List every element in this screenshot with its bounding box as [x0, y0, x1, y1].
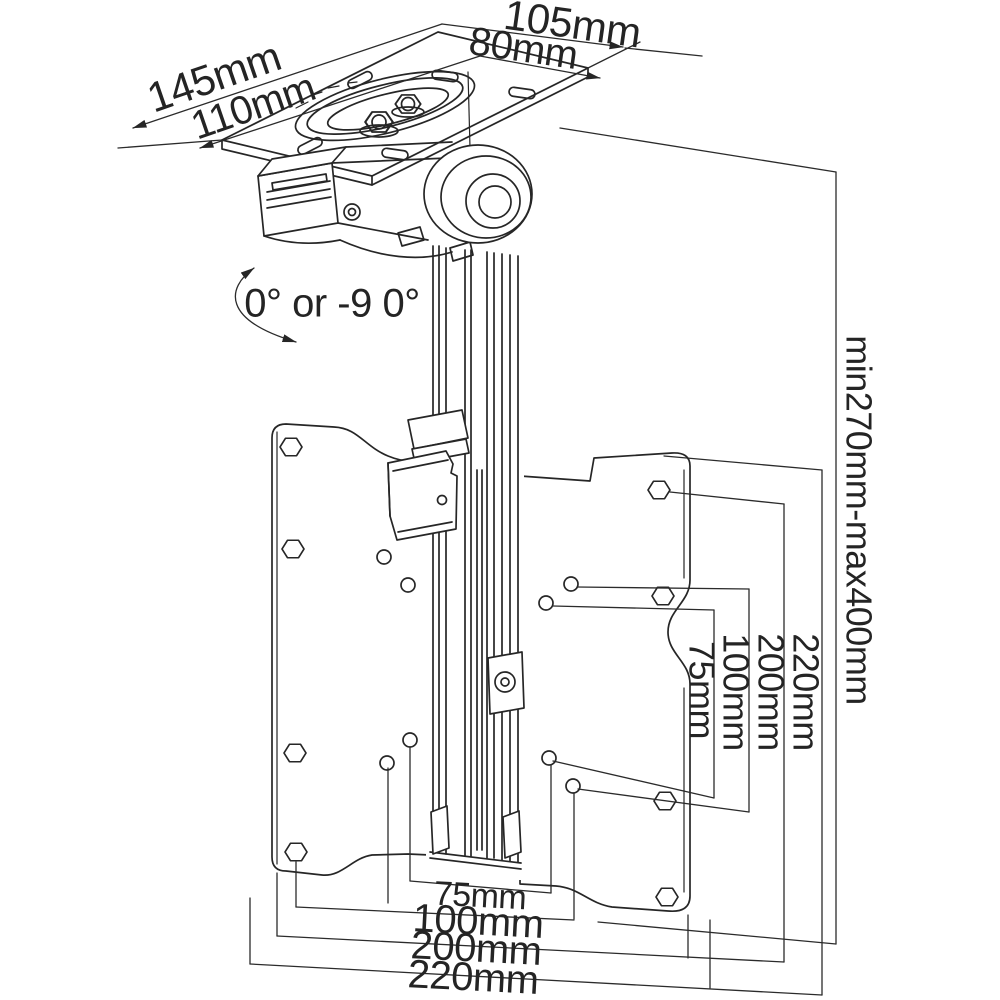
bottom-dimensions: 75mm 100mm 200mm 220mm — [249, 746, 823, 1000]
dim-label-bottom-220: 220mm — [407, 952, 540, 1000]
lock-plate — [487, 651, 525, 715]
rotation-arrow — [234, 267, 297, 343]
column — [387, 244, 525, 880]
dim-label-side-100: 100mm — [715, 633, 756, 751]
dim-label-height-range: min270mm-max400mm — [838, 335, 879, 705]
vesa-left-holes — [376, 549, 418, 771]
height-range-dimension: min270mm-max400mm — [559, 127, 879, 945]
vesa-plate-left — [271, 423, 431, 876]
dim-label-bottom-75: 75mm — [433, 875, 527, 918]
dim-label-side-220: 220mm — [785, 633, 826, 751]
slide-bracket — [387, 450, 458, 541]
dim-label-bottom-100: 100mm — [412, 896, 545, 947]
dim-label-side-75: 75mm — [681, 641, 722, 739]
plate-slots — [297, 69, 536, 161]
dim-label-bottom-200: 200mm — [410, 923, 543, 974]
side-dimensions: 75mm 100mm 200mm 220mm — [552, 455, 826, 996]
dim-label-side-200: 200mm — [750, 633, 791, 751]
column-cap — [407, 409, 469, 450]
tilt-range-label: 0° or -9 0° — [244, 282, 419, 326]
hinge-cylinder — [423, 144, 533, 244]
tilt-annotation: 0° or -9 0° — [234, 267, 420, 343]
vesa-right-holes — [538, 576, 581, 794]
vesa-plate-right — [519, 452, 691, 913]
ceiling-plate — [221, 31, 589, 186]
hinge-assembly — [257, 141, 533, 262]
center-bolts — [359, 93, 425, 138]
